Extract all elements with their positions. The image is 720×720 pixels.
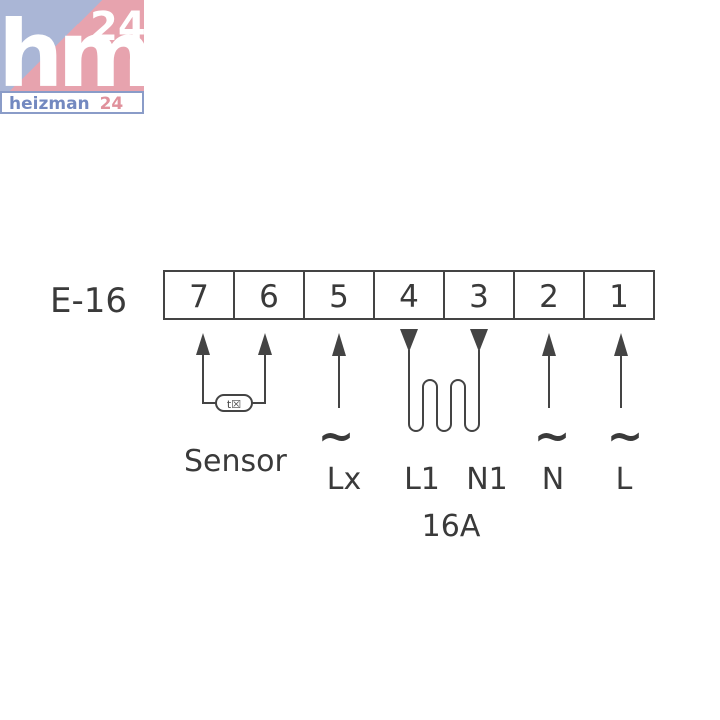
- terminal-3: 3: [469, 279, 489, 315]
- label-n: N: [542, 462, 564, 497]
- heizman-logo: hm 24 heizman 24: [0, 0, 144, 114]
- ac-symbol-lx: ~: [318, 411, 355, 462]
- terminal-6: 6: [259, 279, 279, 315]
- logo-background: [0, 0, 144, 92]
- heating-element-icon: [408, 350, 480, 432]
- terminal-5: 5: [329, 279, 349, 315]
- model-label: E-16: [50, 281, 127, 321]
- logo-brand-number: 24: [100, 94, 124, 114]
- sensor-symbol: t☒: [227, 398, 241, 411]
- label-lx: Lx: [327, 462, 361, 497]
- arrow-up-icon: [258, 333, 272, 355]
- arrow-up-icon: [614, 333, 628, 356]
- arrow-up-icon: [542, 333, 556, 356]
- ac-symbol-l: ~: [607, 411, 644, 462]
- arrow-up-icon: [332, 333, 346, 356]
- terminal-block: [163, 270, 655, 320]
- logo-mark: hm: [0, 1, 144, 108]
- sensor-icon: [215, 394, 253, 412]
- logo-brand-name: heizman: [9, 94, 90, 114]
- label-l: L: [616, 462, 633, 497]
- logo-name-bar: [0, 91, 144, 114]
- terminal-1: 1: [609, 279, 629, 315]
- ac-symbol-n: ~: [534, 411, 571, 462]
- terminal-4: 4: [399, 279, 419, 315]
- logo-number: 24: [90, 4, 144, 50]
- svg-text:heizman 24: heizman 24: [9, 94, 123, 114]
- label-sensor: Sensor: [184, 444, 287, 479]
- arrow-down-icon: [400, 329, 418, 352]
- arrow-up-icon: [196, 333, 210, 355]
- label-l1: L1: [404, 462, 440, 497]
- label-current-rating: 16A: [422, 509, 481, 544]
- terminal-7: 7: [189, 279, 209, 315]
- terminal-2: 2: [539, 279, 559, 315]
- arrow-down-icon: [470, 329, 488, 352]
- label-n1: N1: [466, 462, 508, 497]
- sensor-circuit: t☒: [196, 333, 272, 412]
